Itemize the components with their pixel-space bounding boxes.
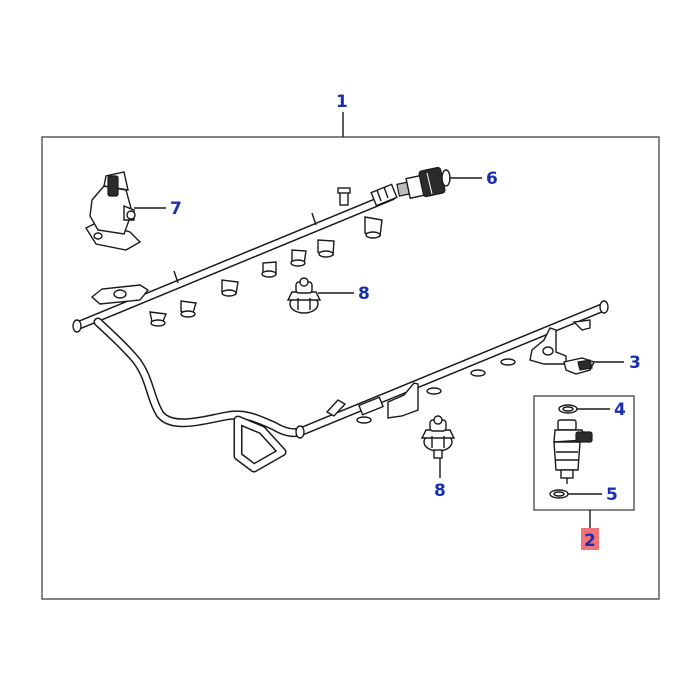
- callout-4-label: 4: [614, 400, 626, 420]
- callout-4[interactable]: 4: [558, 400, 626, 420]
- callout-3[interactable]: 3: [563, 353, 641, 375]
- callout-7[interactable]: 7: [84, 171, 182, 251]
- callout-8-upper-label: 8: [358, 284, 370, 304]
- callout-8-lower[interactable]: 8: [420, 415, 456, 501]
- part-2-fuel-injector: [553, 419, 593, 484]
- callout-7-label: 7: [170, 199, 182, 219]
- callout-6-label: 6: [486, 169, 498, 189]
- callout-2-label: 2: [584, 531, 596, 551]
- lower-fuel-rail: [295, 300, 609, 439]
- callout-2-highlight: [581, 528, 599, 550]
- fuel-rail-assembly[interactable]: [72, 183, 609, 473]
- part-7-sensor: [84, 171, 142, 251]
- part-8-damper-upper: [286, 277, 322, 314]
- callout-5-label: 5: [606, 485, 618, 505]
- upper-fuel-rail: [72, 183, 398, 333]
- callout-6[interactable]: 6: [396, 166, 498, 200]
- callout-5[interactable]: 5: [549, 485, 618, 505]
- callout-3-label: 3: [629, 353, 641, 373]
- callout-8-upper[interactable]: 8: [286, 277, 370, 314]
- injector-kit-frame: [533, 395, 635, 511]
- assembly-frame: [41, 136, 660, 600]
- part-8-damper-lower: [420, 415, 456, 459]
- callout-1[interactable]: 1: [336, 92, 348, 137]
- callout-8-lower-label: 8: [434, 481, 446, 501]
- callout-1-label: 1: [336, 92, 348, 112]
- part-3-clip: [563, 357, 595, 375]
- part-6-fuel-pressure-sensor: [396, 166, 451, 200]
- callout-2[interactable]: 4 5 2: [533, 395, 635, 551]
- crossover-pipe: [93, 317, 305, 473]
